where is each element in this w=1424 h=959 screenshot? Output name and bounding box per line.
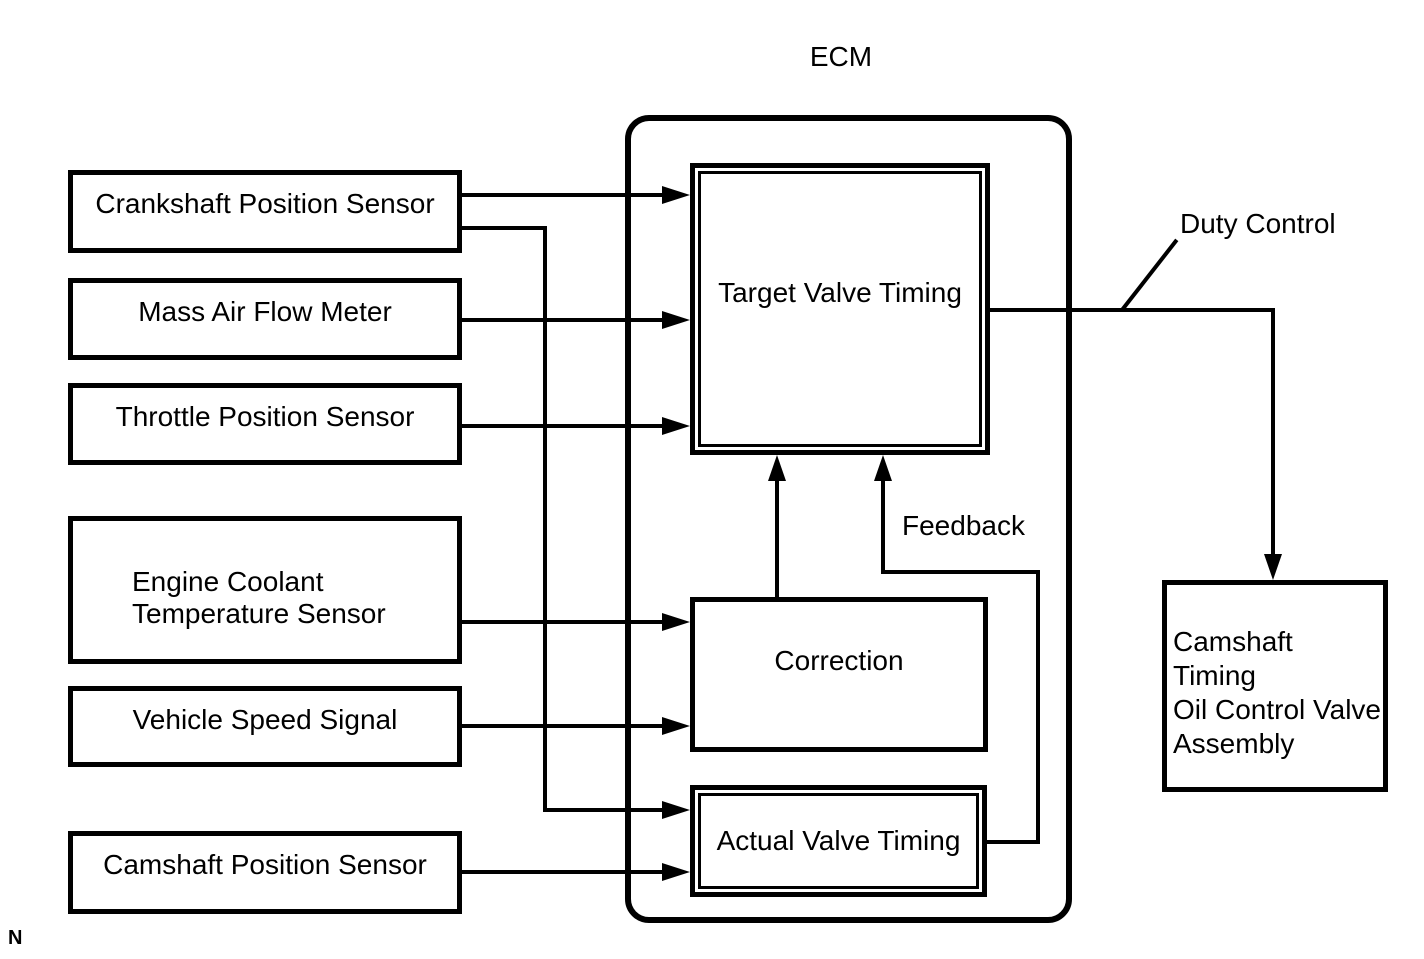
arrowhead-vss-correction [662, 717, 690, 735]
actual-valve-timing-box: Actual Valve Timing [690, 785, 987, 897]
connector-vss-to-correction [462, 724, 662, 728]
feedback-label: Feedback [902, 510, 1025, 541]
connector-feedback-down [1036, 570, 1040, 844]
duty-control-tick [1120, 238, 1179, 312]
sensor-label: Engine Coolant Temperature Sensor [132, 566, 386, 629]
sensor-box-camshaft-position: Camshaft Position Sensor [68, 831, 462, 914]
connector-feedback-top [881, 570, 1040, 574]
sensor-box-crankshaft-position: Crankshaft Position Sensor [68, 170, 462, 253]
arrowhead-ect-correction [662, 613, 690, 631]
arrowhead-maf-target [662, 311, 690, 329]
sensor-box-throttle-position: Throttle Position Sensor [68, 383, 462, 465]
footnote-n: N [8, 927, 23, 949]
target-valve-timing-box: Target Valve Timing [690, 163, 990, 455]
arrowhead-camshaft-actual [662, 863, 690, 881]
sensor-box-engine-coolant-temperature: Engine Coolant Temperature Sensor [68, 516, 462, 664]
actual-valve-timing-label: Actual Valve Timing [716, 825, 961, 856]
connector-maf-to-target [462, 318, 662, 322]
connector-crankshaft-branch [462, 226, 547, 230]
camshaft-timing-ocv-assembly-box: Camshaft Timing Oil Control Valve Assemb… [1162, 580, 1388, 792]
arrowhead-correction-target [768, 455, 786, 481]
connector-camshaft-to-actual [462, 870, 662, 874]
connector-crankshaft-branch-vertical [543, 226, 547, 812]
ecm-title: ECM [809, 41, 873, 72]
sensor-label: Vehicle Speed Signal [132, 704, 398, 735]
arrowhead-feedback-target [874, 455, 892, 481]
connector-correction-to-target [775, 479, 779, 599]
connector-feedback-up [881, 479, 885, 574]
connector-throttle-to-target [462, 424, 662, 428]
duty-control-label: Duty Control [1180, 208, 1336, 239]
connector-duty-down [1271, 308, 1275, 556]
correction-label: Correction [774, 644, 904, 676]
target-valve-timing-inner-border: Target Valve Timing [698, 171, 982, 447]
camshaft-timing-ocv-assembly-label: Camshaft Timing Oil Control Valve Assemb… [1173, 626, 1382, 759]
connector-branch-to-actual [543, 808, 664, 812]
sensor-box-mass-air-flow: Mass Air Flow Meter [68, 278, 462, 360]
arrowhead-duty-ocv [1264, 554, 1282, 580]
connector-crankshaft-to-target [462, 193, 662, 197]
arrowhead-crankshaft-target [662, 186, 690, 204]
target-valve-timing-label: Target Valve Timing [718, 277, 962, 308]
sensor-label: Crankshaft Position Sensor [95, 188, 435, 219]
arrowhead-throttle-target [662, 417, 690, 435]
connector-feedback-bottom [985, 840, 1040, 844]
sensor-label: Mass Air Flow Meter [138, 296, 392, 327]
actual-valve-timing-inner-border: Actual Valve Timing [698, 793, 979, 889]
connector-ect-to-correction [462, 620, 662, 624]
sensor-label: Throttle Position Sensor [115, 401, 415, 432]
correction-box: Correction [690, 597, 988, 752]
sensor-box-vehicle-speed-signal: Vehicle Speed Signal [68, 686, 462, 767]
arrowhead-branch-actual [662, 801, 690, 819]
connector-duty-output [988, 308, 1275, 312]
sensor-label: Camshaft Position Sensor [103, 849, 427, 880]
